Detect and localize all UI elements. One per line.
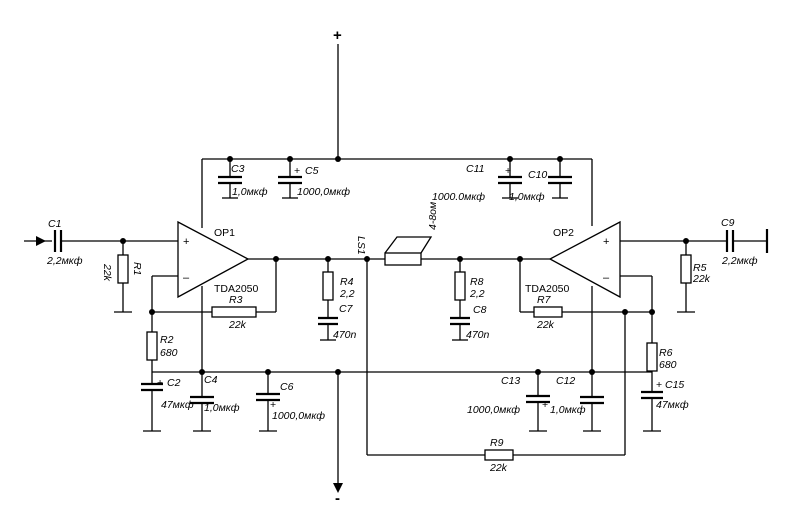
- capacitor-c13: [526, 372, 550, 432]
- c13-name: C13: [501, 375, 520, 387]
- r1-name: R1: [131, 262, 143, 275]
- c13-polarity: +: [542, 399, 548, 411]
- opamp-op2: [517, 220, 653, 312]
- speaker-value: 4-8ом: [427, 202, 439, 230]
- c9-value: 2,2мкф: [721, 255, 758, 267]
- c11-polarity: +: [505, 165, 511, 177]
- c6-value: 1000,0мкф: [272, 410, 325, 422]
- capacitor-c15: [641, 390, 663, 432]
- op2-name: OP2: [553, 227, 574, 239]
- capacitor-c2: [141, 382, 163, 432]
- c15-value: 47мкф: [656, 399, 689, 411]
- r8-name: R8: [470, 276, 484, 288]
- r5-value: 22k: [692, 273, 711, 285]
- c2-name: C2: [167, 377, 181, 389]
- r8-value: 2,2: [469, 288, 485, 300]
- resistor-r2: [146, 312, 158, 384]
- op1-plus-pin: +: [183, 236, 189, 248]
- c1-value: 2,2мкф: [46, 255, 83, 267]
- c4-name: C4: [204, 374, 218, 386]
- capacitor-c12: [580, 372, 604, 432]
- c8-value: 470n: [466, 329, 490, 341]
- c5-polarity: +: [294, 165, 300, 177]
- r3-value: 22k: [228, 319, 247, 331]
- r5-name: R5: [693, 262, 707, 274]
- resistor-r3: [152, 259, 277, 318]
- op1-part: TDA2050: [214, 283, 259, 295]
- c2-polarity: +: [157, 377, 163, 389]
- op2-plus-pin: +: [603, 236, 609, 248]
- speaker-name: LS1: [355, 236, 367, 255]
- c6-name: C6: [280, 381, 294, 393]
- c11-value: 1000.0мкф: [432, 191, 485, 203]
- resistor-r9: [366, 259, 626, 461]
- c15-polarity: +: [656, 379, 662, 391]
- negative-rail: [152, 286, 652, 493]
- r7-value: 22k: [536, 319, 555, 331]
- capacitor-c5: [278, 159, 302, 199]
- c12-name: C12: [556, 375, 575, 387]
- r9-value: 22k: [489, 462, 508, 474]
- capacitor-c10: [548, 159, 572, 199]
- opamp-op1: [151, 220, 328, 312]
- r6-value: 680: [659, 359, 677, 371]
- r4-name: R4: [340, 276, 354, 288]
- right-input: [620, 238, 726, 313]
- c10-name: C10: [528, 169, 547, 181]
- positive-rail: [201, 44, 593, 228]
- c12-value: 1,0мкф: [550, 404, 586, 416]
- c6-polarity: +: [270, 399, 276, 411]
- c11-name: C11: [466, 163, 484, 175]
- r3-name: R3: [229, 294, 243, 306]
- r7-name: R7: [537, 294, 552, 306]
- c7-name: C7: [339, 303, 354, 315]
- r4-value: 2,2: [339, 288, 355, 300]
- c13-value: 1000,0мкф: [467, 404, 520, 416]
- resistor-r1: [114, 241, 132, 313]
- r2-value: 680: [160, 347, 178, 359]
- capacitor-c4: [190, 372, 214, 432]
- resistor-r7: [519, 259, 655, 318]
- r1-value: 22k: [101, 263, 113, 282]
- c3-value: 1,0мкф: [232, 186, 268, 198]
- capacitor-c6: [256, 372, 280, 432]
- resistor-r6: [646, 312, 658, 392]
- speaker-ls1: [364, 236, 520, 266]
- zobel-right: [450, 256, 470, 341]
- c15-name: C15: [665, 379, 684, 391]
- c3-name: C3: [231, 163, 245, 175]
- input-arrow: [24, 236, 52, 246]
- c10-value: 1,0мкф: [509, 191, 545, 203]
- op2-minus-pin: –: [603, 272, 610, 284]
- c9-name: C9: [721, 217, 735, 229]
- capacitor-c3: [218, 159, 242, 199]
- r2-name: R2: [160, 334, 174, 346]
- c4-value: 1,0мкф: [204, 402, 240, 414]
- c1-name: C1: [48, 218, 61, 230]
- capacitor-c11: [498, 159, 522, 199]
- c8-name: C8: [473, 304, 487, 316]
- r6-name: R6: [659, 347, 673, 359]
- capacitor-c1: [53, 230, 178, 252]
- c2-value: 47мкф: [161, 399, 194, 411]
- r9-name: R9: [490, 437, 504, 449]
- c7-value: 470n: [333, 329, 357, 341]
- op1-name: OP1: [214, 227, 235, 239]
- capacitor-c9: [725, 229, 769, 253]
- op2-part: TDA2050: [525, 283, 570, 295]
- negative-supply-label: -: [335, 490, 340, 507]
- c5-name: C5: [305, 165, 319, 177]
- c5-value: 1000,0мкф: [297, 186, 350, 198]
- positive-supply-label: +: [333, 27, 342, 44]
- op1-minus-pin: –: [183, 272, 190, 284]
- zobel-left: [318, 256, 385, 341]
